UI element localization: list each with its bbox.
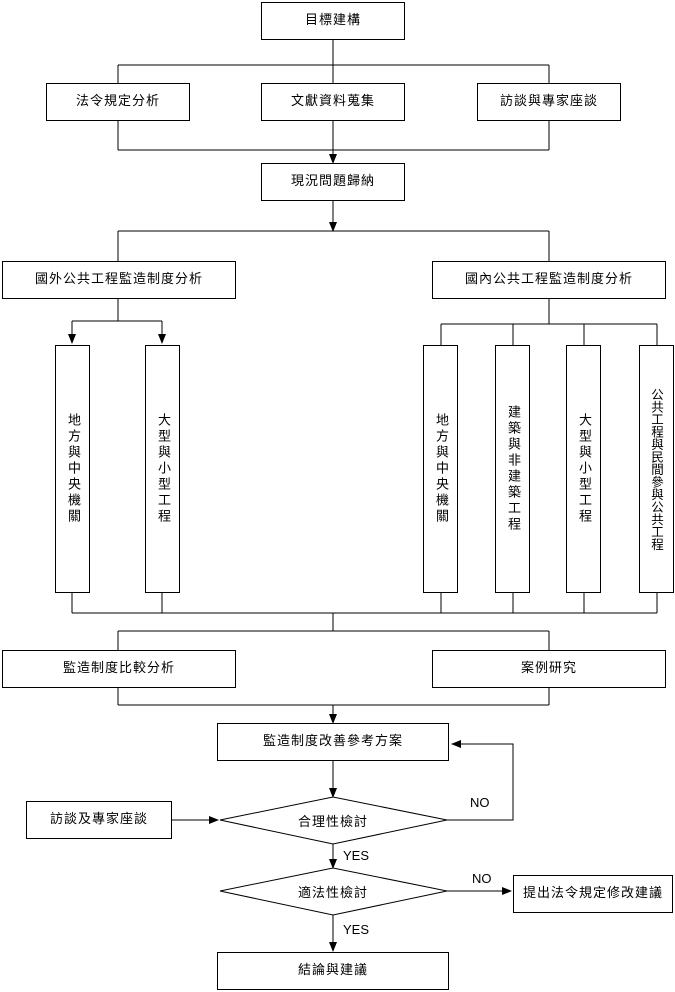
summary-box: 現況問題歸納 bbox=[261, 163, 405, 201]
legality-check-label: 適法性檢討 bbox=[297, 885, 368, 901]
law-analysis-box: 法令規定分析 bbox=[46, 83, 190, 121]
domestic-large-small-box: 大型與小型工程 bbox=[566, 345, 601, 593]
propose-amendment-box: 提出法令規定修改建議 bbox=[513, 875, 673, 913]
domestic-local-central-box: 地方與中央機關 bbox=[423, 345, 458, 593]
foreign-large-small-box: 大型與小型工程 bbox=[145, 345, 180, 593]
no-label-legality: NO bbox=[472, 871, 492, 886]
yes-label-reasonable: YES bbox=[343, 848, 370, 863]
interview-bottom-box: 訪談及專家座談 bbox=[26, 801, 172, 839]
no-label-reasonable: NO bbox=[470, 795, 490, 810]
yes-label-legality: YES bbox=[343, 922, 370, 937]
case-study-box: 案例研究 bbox=[432, 650, 666, 688]
domestic-public-private-box: 公共工程與民間參與公共工程 bbox=[639, 345, 674, 593]
interview-top-box: 訪談與專家座談 bbox=[477, 83, 621, 121]
literature-box: 文獻資料蒐集 bbox=[261, 83, 405, 121]
reasonable-check-label: 合理性檢討 bbox=[297, 814, 368, 830]
foreign-analysis-box: 國外公共工程監造制度分析 bbox=[2, 261, 236, 299]
goal-box: 目標建構 bbox=[261, 2, 405, 40]
domestic-analysis-box: 國內公共工程監造制度分析 bbox=[432, 261, 666, 299]
reasonable-diamond bbox=[219, 796, 448, 845]
foreign-local-central-box: 地方與中央機關 bbox=[55, 345, 90, 593]
improve-plan-box: 監造制度改善參考方案 bbox=[217, 723, 449, 761]
conclusion-box: 結論與建議 bbox=[217, 952, 449, 990]
legality-diamond bbox=[219, 867, 448, 916]
domestic-building-box: 建築與非建築工程 bbox=[495, 345, 530, 593]
compare-analysis-box: 監造制度比較分析 bbox=[2, 650, 236, 688]
